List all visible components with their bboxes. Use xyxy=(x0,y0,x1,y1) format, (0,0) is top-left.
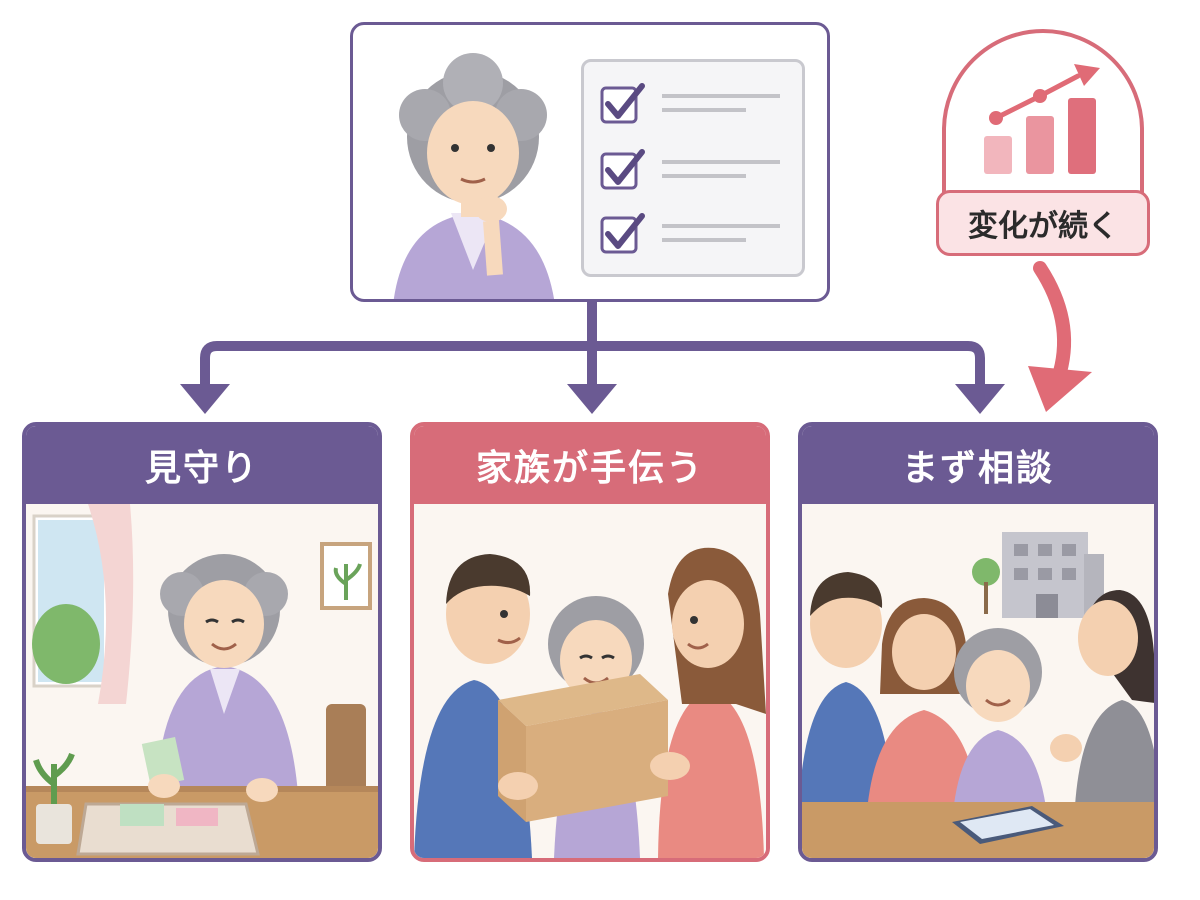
option-panel-watch: 見守り xyxy=(22,422,382,862)
option-title: 家族が手伝う xyxy=(414,426,766,504)
arrow-down-icon xyxy=(955,384,1005,414)
status-label: 変化が続く xyxy=(936,190,1150,256)
bar-chart-icon xyxy=(984,98,1096,174)
trend-arrow-icon xyxy=(989,64,1100,125)
arrow-down-icon xyxy=(180,384,230,414)
checkbox-icon xyxy=(600,216,638,254)
curved-arrow xyxy=(1033,261,1072,379)
elderly-woman-thinking xyxy=(393,53,554,299)
option-title: 見守り xyxy=(26,426,378,504)
scene-consultation xyxy=(802,504,1154,858)
option-panel-consult: まず相談 xyxy=(798,422,1158,862)
checklist xyxy=(581,59,805,277)
tree-icon xyxy=(972,558,1000,614)
checklist-item xyxy=(600,83,780,124)
scene-elderly-organizing-box xyxy=(26,504,378,858)
arrow-down-icon xyxy=(567,384,617,414)
assessment-card xyxy=(350,22,830,302)
option-title: まず相談 xyxy=(802,426,1154,504)
checklist-item xyxy=(600,213,780,254)
status-badge-arch xyxy=(942,29,1144,198)
checklist-item xyxy=(600,149,780,190)
checkbox-icon xyxy=(600,86,638,124)
scene-family-carrying-box xyxy=(414,504,766,858)
branch-line xyxy=(200,341,985,395)
tablet-icon xyxy=(952,806,1064,844)
checklist-items xyxy=(600,83,780,254)
status-indicator: 変化が続く xyxy=(928,18,1158,258)
option-panel-family: 家族が手伝う xyxy=(410,422,770,862)
checkbox-icon xyxy=(600,152,638,190)
curved-arrow-head-icon xyxy=(1028,366,1092,412)
